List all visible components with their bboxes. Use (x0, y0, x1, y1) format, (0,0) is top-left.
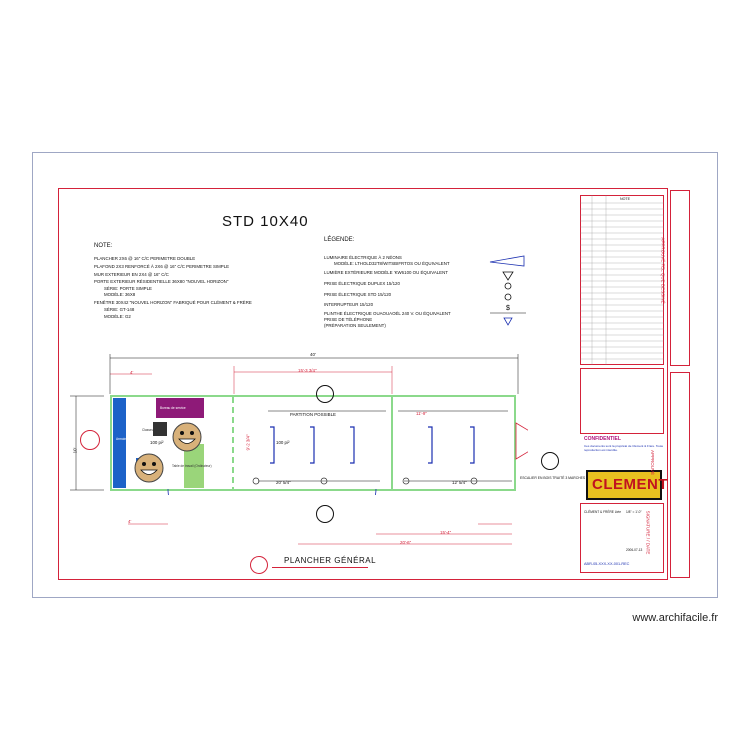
section-marker-icon (316, 505, 334, 523)
revision-grid (580, 195, 664, 365)
approval-text-d: SIGNATURE / / DATE (645, 510, 651, 555)
chair-block (153, 422, 167, 436)
note-line: PORTE EXTERIEUR RÉSIDENTIELLE 36X80 "NOU… (94, 279, 229, 284)
note-line: SÉRIE: PORTE SIMPLE (104, 286, 152, 291)
room-label-classeur: Classeur (142, 428, 155, 432)
scale: 1/8" = 1'-0" (626, 510, 642, 514)
drawing-title: STD 10X40 (222, 213, 309, 230)
confidentiel-text: Ces documents sont la propriété de Cléme… (584, 444, 664, 452)
clement-logo-text: CLEMENT (592, 476, 668, 493)
project-name: CLÉMENT & FRÈRE Ltée (584, 510, 621, 514)
title-block-info (580, 503, 664, 573)
area-label: 100 pi² (150, 440, 164, 445)
note-line: PLAFOND 2X3 RENFORCÉ À 2X6 @ 16" C/C PER… (94, 264, 230, 269)
legend-header: LÉGENDE: (324, 237, 355, 243)
dim-vert: 9'-2 3/4" (245, 434, 251, 451)
drawing-sheet (58, 188, 668, 580)
partition-label: PARTITION POSSIBLE (290, 412, 336, 417)
exterior-light-icon (502, 271, 514, 281)
revision-table (580, 195, 664, 365)
person-icon (172, 422, 202, 452)
legend-line: INTERRUPTEUR 15/120 (324, 302, 374, 307)
floor-plan (110, 395, 516, 491)
approval-text-c: APPROUVÉ (650, 449, 656, 476)
dim-mid-b: 12' 5/4" (452, 480, 467, 485)
legend-line: PRISE DE TÉLÉPHONE (324, 317, 373, 322)
phone-jack-icon (503, 317, 513, 326)
note-line: MODÈLE: G2 (104, 314, 131, 319)
dim-bottom-b: 20'-6" (400, 540, 412, 545)
room-label-desk: Bureau de service (160, 406, 186, 410)
stairs-note: ESCALIER EN BOIS TRAITÉ 3 MARCHES (520, 476, 586, 480)
luminaire-symbol-icon (489, 255, 525, 267)
dim-right: 11'-9" (416, 411, 427, 416)
dim-bottom-a: 15'-4" (440, 530, 452, 535)
approval-strip-lower (670, 372, 690, 578)
section-marker-icon (541, 452, 559, 470)
legend-line: LUMIÈRE EXTÉRIEURE MODÈLE 'KW6100 OU ÉQU… (324, 270, 448, 275)
plan-title-marker-icon (250, 556, 268, 574)
legend-line: PRISE ÉLECTRIQUE STD 15/120 (324, 292, 392, 297)
legend-line: MODÈLE: LTHOLD32T8/WITSBIFRTOS OU ÉQUIVA… (334, 261, 450, 266)
drawing-frame (32, 152, 718, 598)
dim-left: 4' (130, 370, 134, 375)
note-line: FENÊTRE 30X42 "NOUVEL HORIZON" FABRIQUÉ … (94, 300, 252, 305)
top-dimensions (109, 354, 519, 394)
dim-total: 40' (310, 352, 316, 357)
plan-title: PLANCHER GÉNÉRAL (284, 556, 377, 565)
dim-top-mid: 15'-3 3/4" (298, 368, 317, 373)
watermark: www.archifacile.fr (632, 612, 718, 624)
note-line: MUR EXTERIEUR EN 2X4 @ 16" C/C (94, 272, 169, 277)
area-label: 100 pi² (276, 440, 290, 445)
legend-line: LUMINAIRE ÉLECTRIQUE À 2 NÉONS (324, 255, 402, 260)
storage-cabinet-block (113, 398, 126, 488)
room-label-table: Table de travail (Ordinateur) (172, 464, 212, 468)
room-label-storage: Armoire de rangement (116, 437, 148, 441)
plan-title-underline (272, 567, 368, 568)
dim-bottom-left: 4' (128, 519, 132, 524)
person-icon (134, 453, 164, 483)
clement-logo (586, 470, 662, 500)
table-block (184, 444, 204, 488)
title-block-header: NOTE (620, 197, 630, 201)
switch-icon: $ (506, 305, 510, 312)
dim-mid-a: 20' 5/4" (276, 480, 291, 485)
left-dimension (70, 395, 104, 491)
approval-text-a: APPROUVÉ TEL QUE DESSINÉ (660, 237, 666, 304)
legend-symbols: $ (489, 255, 526, 326)
bottom-dimensions (128, 523, 512, 545)
date: 2006-07-13 (626, 548, 643, 552)
plan-detail (167, 397, 528, 495)
legend-line: PRISE ÉLECTRIQUE DUPLEX 15/120 (324, 281, 400, 286)
note-line: SÉRIE: GT-148 (104, 307, 135, 312)
title-block-blank (580, 368, 664, 434)
notes-header: NOTE: (94, 243, 113, 249)
std-outlet-icon (504, 293, 512, 301)
drawing-number: ABR-05-XXX-XX-001-REC (584, 562, 630, 566)
legend-line: (PRÉPARATION SEULEMENT) (324, 323, 386, 328)
desk-block (156, 398, 204, 418)
duplex-outlet-icon (504, 282, 512, 290)
approval-strip (670, 190, 690, 366)
legend-line: PLINTHE ÉLECTRIQUE OUAOUAOÉL 240 V. OU É… (324, 311, 451, 316)
note-line: MODÈLE: 36X8 (104, 292, 136, 297)
section-marker-icon (316, 385, 334, 403)
section-marker-icon (80, 430, 100, 450)
note-line: PLANCHER 2X6 @ 16" C/C PERIMETRE DOUBLE (94, 256, 196, 261)
confidentiel-label: CONFIDENTIEL (584, 436, 621, 442)
